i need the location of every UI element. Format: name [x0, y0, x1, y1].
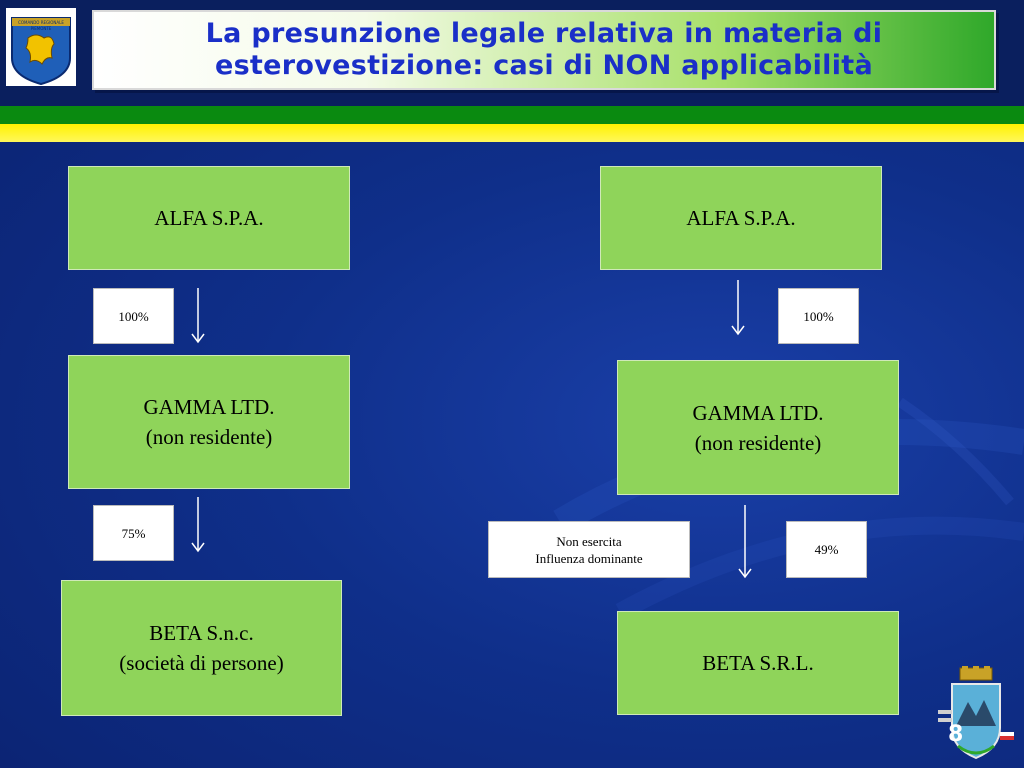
right-note-line-1: Non esercita	[556, 533, 622, 549]
left-pct-gamma-beta-text: 75%	[121, 525, 146, 541]
left-pct-alfa-gamma-text: 100%	[118, 308, 149, 324]
left-gamma-label-2: (non residente)	[145, 425, 273, 449]
left-pct-alfa-gamma: 100%	[93, 288, 174, 344]
right-alfa-node: ALFA S.P.A.	[600, 166, 882, 270]
right-note-line-2: Influenza dominante	[535, 550, 643, 566]
regional-command-logo: COMANDO REGIONALE PIEMONTE	[6, 8, 76, 86]
right-pct-alfa-gamma-text: 100%	[803, 308, 834, 324]
left-pct-gamma-beta: 75%	[93, 505, 174, 561]
svg-text:PIEMONTE: PIEMONTE	[31, 26, 52, 31]
left-beta-label-2: (società di persone)	[119, 651, 284, 675]
left-beta-label-1: BETA S.n.c.	[149, 621, 254, 645]
right-alfa-label: ALFA S.P.A.	[686, 206, 796, 230]
left-arrow-gamma-beta	[191, 497, 205, 553]
svg-text:COMANDO REGIONALE: COMANDO REGIONALE	[18, 20, 64, 25]
right-arrow-gamma-beta	[738, 505, 752, 579]
right-arrow-alfa-gamma	[731, 280, 745, 336]
right-note-no-dominant-influence: Non esercita Influenza dominante	[488, 521, 690, 578]
yellow-stripe	[0, 124, 1024, 142]
left-gamma-label-1: GAMMA LTD.	[143, 395, 275, 419]
left-arrow-alfa-gamma	[191, 288, 205, 344]
title-line-2: esterovestizione: casi di NON applicabil…	[214, 50, 874, 81]
left-beta-node: BETA S.n.c. (società di persone)	[61, 580, 342, 716]
right-beta-node: BETA S.R.L.	[617, 611, 899, 715]
right-pct-gamma-beta: 49%	[786, 521, 867, 578]
title-line-1: La presunzione legale relativa in materi…	[205, 18, 883, 49]
left-alfa-node: ALFA S.P.A.	[68, 166, 350, 270]
right-beta-label: BETA S.R.L.	[702, 651, 814, 675]
left-alfa-label: ALFA S.P.A.	[154, 206, 264, 230]
shield-icon: COMANDO REGIONALE PIEMONTE	[6, 8, 76, 86]
coat-of-arms-icon	[938, 666, 1014, 760]
right-gamma-node: GAMMA LTD. (non residente)	[617, 360, 899, 495]
page-number: 8	[948, 722, 964, 747]
slide-title: La presunzione legale relativa in materi…	[92, 10, 996, 90]
right-gamma-label-2: (non residente)	[694, 430, 822, 455]
right-pct-gamma-beta-text: 49%	[814, 542, 839, 557]
right-pct-alfa-gamma: 100%	[778, 288, 859, 344]
right-gamma-label-1: GAMMA LTD.	[692, 400, 824, 425]
left-gamma-node: GAMMA LTD. (non residente)	[68, 355, 350, 489]
green-stripe	[0, 106, 1024, 124]
